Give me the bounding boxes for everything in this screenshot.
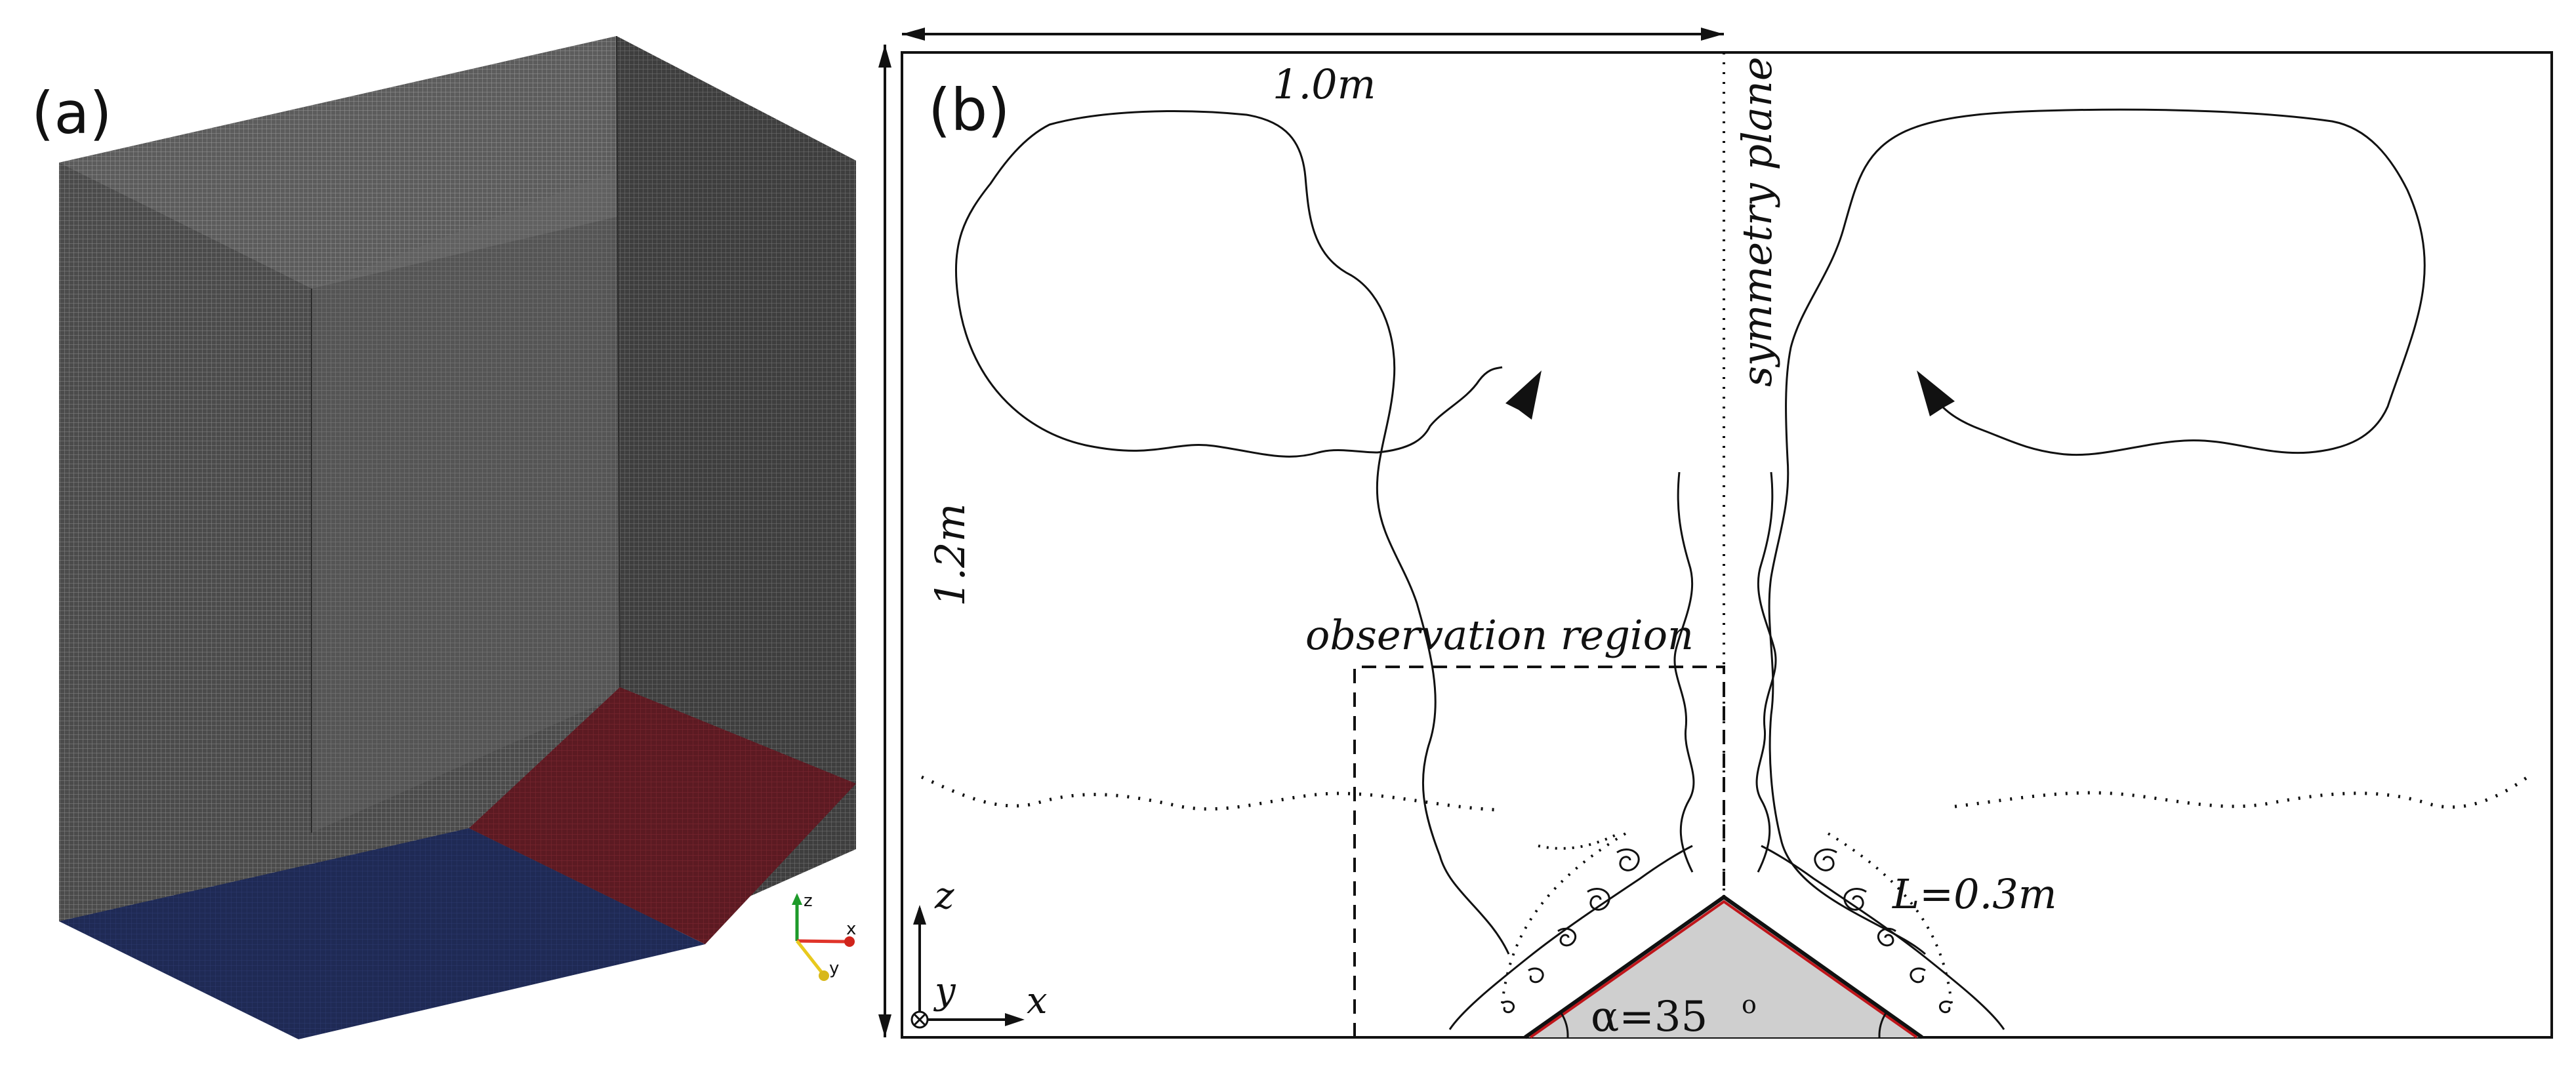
wedge [1525, 897, 1922, 1037]
wedge-edge-red [1529, 900, 1918, 1039]
triad-x-tip [844, 936, 855, 947]
height-label: 1.2m [926, 504, 974, 607]
panel-a-label: (a) [31, 79, 112, 147]
slope-face [469, 687, 856, 944]
panel-b: (b) 1.0m 1.2m symmetry plane observation… [878, 28, 2553, 1041]
triad-z-tip [792, 893, 802, 905]
length-label: L=0.3m [1892, 870, 2057, 918]
mesh-edge-2 [616, 35, 621, 696]
triad-y-line [796, 940, 823, 973]
mesh-inner-corner [312, 170, 620, 833]
triad-z-label: z [804, 891, 813, 911]
observation-label: observation region [1305, 611, 1694, 659]
panel-b-label: (b) [928, 76, 1010, 144]
right-vortex-outline [1768, 108, 2426, 955]
triad-y-label: y [829, 959, 839, 978]
axis-x-label: x [1027, 980, 1048, 1022]
bottom-face [59, 828, 705, 1039]
axes-triad: z x y [792, 891, 856, 981]
interface-right [1954, 772, 2533, 809]
interface-left [920, 775, 1496, 812]
angle-label: α=35 [1591, 993, 1707, 1041]
mesh-left-face [59, 36, 620, 954]
wedge-edge [1524, 894, 1923, 1039]
left-vortex-outline [955, 110, 1510, 955]
triad-x-label: x [846, 919, 856, 939]
angle-degree: o [1742, 990, 1757, 1019]
panel-a: (a) z x y [31, 35, 856, 1039]
width-label: 1.0m [1273, 60, 1376, 108]
angle-arc-left [1560, 1012, 1569, 1038]
triad-y-tip [819, 970, 829, 981]
right-eddies [1761, 831, 2005, 1030]
plume-wall-right [1755, 471, 1777, 873]
symmetry-plane-label: symmetry plane [1733, 56, 1781, 387]
left-eddies [1448, 831, 1693, 1030]
width-dimension [902, 28, 1724, 41]
coordinate-axes: z y x [910, 875, 1048, 1029]
right-vortex-arrow [1917, 370, 1955, 416]
domain-box [901, 51, 2553, 1039]
observation-region [1353, 666, 1725, 1037]
height-dimension [878, 45, 891, 1037]
plume-wall-left [1673, 471, 1695, 873]
axis-z-label: z [934, 875, 954, 917]
left-vortex-arrow [1505, 370, 1542, 420]
angle-arc-right [1878, 1012, 1887, 1038]
triad-x-line [796, 939, 848, 944]
axis-y-label: y [933, 970, 956, 1012]
